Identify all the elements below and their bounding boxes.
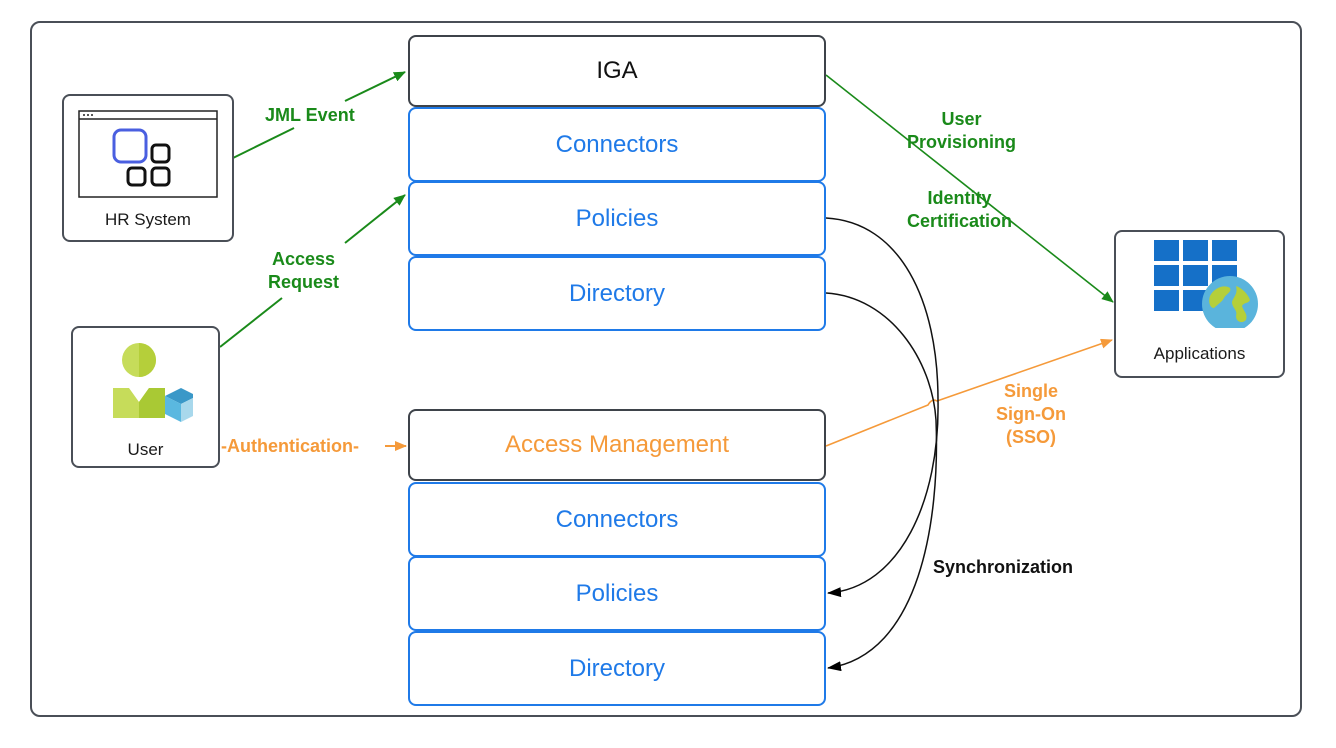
access-request-label: Access Request <box>268 248 339 294</box>
am-connectors-layer[interactable]: Connectors <box>408 482 826 557</box>
synchronization-label: Synchronization <box>933 556 1073 579</box>
sso-line1: Single <box>1003 381 1058 401</box>
iga-connectors-layer[interactable]: Connectors <box>408 107 826 182</box>
app-grid-globe-icon <box>1154 240 1258 328</box>
authentication-label: -Authentication- <box>221 435 359 458</box>
am-directory-label: Directory <box>568 654 665 682</box>
user-provisioning-line1: User <box>941 109 982 129</box>
sync-directory-curve <box>825 292 938 672</box>
user-with-cube-icon <box>113 343 193 422</box>
iga-header[interactable]: IGA <box>408 35 826 107</box>
jml-event-arrow <box>344 71 406 102</box>
sso-label: Single Sign-On (SSO) <box>996 380 1066 449</box>
iga-policies-label: Policies <box>575 204 659 232</box>
access-management-title: Access Management <box>504 431 730 458</box>
am-directory-layer[interactable]: Directory <box>408 631 826 706</box>
identity-certification-label: Identity Certification <box>907 187 1012 233</box>
identity-certification-line1: Identity <box>927 188 992 208</box>
user-provisioning-arrow <box>825 74 1114 303</box>
am-policies-layer[interactable]: Policies <box>408 556 826 631</box>
applications-label: Applications <box>1153 344 1246 363</box>
access-request-arrow-tail <box>219 297 283 348</box>
authentication-text: -Authentication- <box>221 436 359 456</box>
user-label: User <box>127 440 164 459</box>
user-provisioning-label: User Provisioning <box>907 108 1016 154</box>
iga-connectors-label: Connectors <box>555 130 679 158</box>
iga-directory-label: Directory <box>568 279 665 307</box>
sync-policies-curve <box>825 217 939 598</box>
sso-arrow <box>825 338 1113 447</box>
user-provisioning-line2: Provisioning <box>907 132 1017 152</box>
access-management-header[interactable]: Access Management <box>408 409 826 481</box>
jml-event-text: JML Event <box>265 105 355 125</box>
iga-policies-layer[interactable]: Policies <box>408 181 826 256</box>
am-policies-label: Policies <box>575 579 659 607</box>
iga-title: IGA <box>596 57 638 84</box>
access-request-line1: Access <box>271 249 336 269</box>
diagram-frame <box>30 21 1302 717</box>
synchronization-text: Synchronization <box>933 557 1074 577</box>
user-node[interactable]: User <box>71 326 220 468</box>
identity-certification-line2: Certification <box>907 211 1013 231</box>
app-window-grid-icon <box>78 110 218 198</box>
sso-line3: (SSO) <box>1005 427 1056 447</box>
sso-line2: Sign-On <box>996 404 1066 424</box>
am-connectors-label: Connectors <box>555 505 679 533</box>
access-request-arrow <box>344 194 406 244</box>
jml-event-arrow-tail <box>232 127 295 159</box>
jml-event-label: JML Event <box>265 104 355 127</box>
access-request-line2: Request <box>268 272 340 292</box>
hr-system-label: HR System <box>105 210 191 229</box>
applications-node[interactable]: Applications <box>1114 230 1285 378</box>
hr-system-node[interactable]: HR System <box>62 94 234 242</box>
iga-directory-layer[interactable]: Directory <box>408 256 826 331</box>
